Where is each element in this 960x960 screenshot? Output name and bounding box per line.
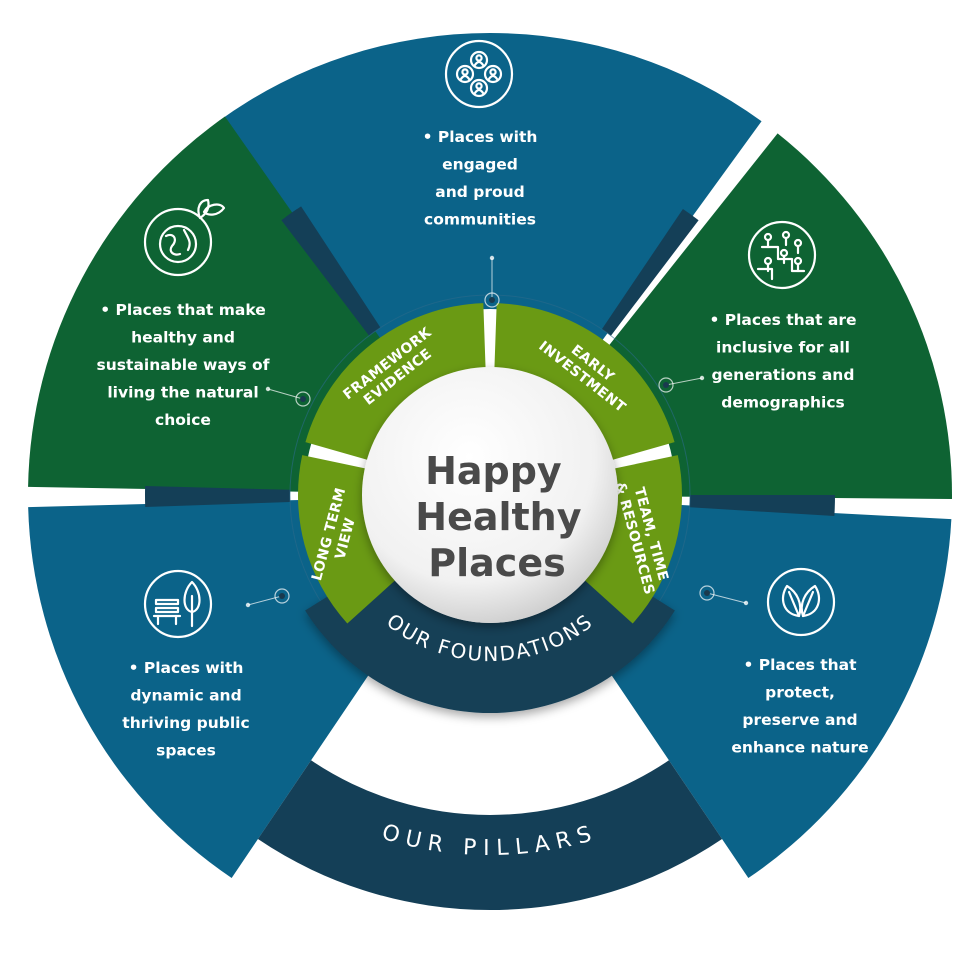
pillar-text: • Places that protect, preserve and enhance… [731, 656, 868, 757]
pillar-text-line: and proud [435, 183, 525, 201]
connector-tip [699, 375, 705, 381]
connector-target [295, 391, 311, 407]
foundation-segment [297, 455, 397, 624]
connector-line [267, 388, 304, 400]
wedge-public-spaces [28, 499, 393, 879]
center-title-line-1: Happy [425, 449, 562, 493]
pillar-text: • Places that are inclusive for all genera… [709, 311, 856, 412]
connector-target [274, 588, 290, 604]
foundation-segment [583, 455, 682, 624]
pillar-text-line: • Places with [423, 128, 538, 146]
center-title: Happy Healthy Places [415, 449, 594, 585]
pillar-text-line: healthy and [131, 329, 235, 347]
our-foundations-band [305, 562, 675, 713]
pillar-text: • Places with dynamic and thriving public s… [122, 659, 249, 760]
pillar-text-line: • Places with [129, 659, 244, 677]
wedge-nature [587, 504, 952, 879]
center-title-line-3: Places [428, 541, 565, 585]
pillar-text-line: • Places that make [100, 301, 265, 319]
connector-tip [489, 255, 495, 261]
pillar-text-line: sustainable ways of [97, 356, 270, 374]
center-title-line-2: Healthy [415, 495, 581, 539]
connector-dot [663, 382, 669, 388]
connector-stub [689, 495, 835, 517]
foundation-segment [305, 303, 486, 461]
pillar-texts: • Places with engaged and proud communities… [97, 128, 869, 760]
connector-target [658, 377, 674, 393]
pillar-text-line: enhance nature [731, 739, 868, 757]
earth-cycle-icon [143, 198, 226, 277]
connector-tip [743, 600, 749, 606]
connector-stub [145, 485, 291, 508]
connector-line [665, 377, 703, 386]
foundation-segment [494, 303, 675, 461]
park-bench-tree-icon [143, 569, 213, 639]
connector-tip [245, 602, 251, 608]
connector-markers [245, 255, 749, 608]
pillar-text: • Places that make healthy and sustainable… [97, 301, 270, 429]
pillar-wedges [28, 32, 952, 879]
connector-stubs [145, 206, 835, 517]
pillar-text-line: choice [155, 411, 211, 429]
pillar-text-line: communities [424, 211, 536, 229]
pillar-text-line: • Places that [743, 656, 857, 674]
wedge-inclusive [598, 133, 952, 500]
connector-tip [265, 386, 271, 392]
pillar-icons [143, 39, 836, 639]
pillar-text-line: demographics [721, 394, 844, 412]
pillar-text-line: engaged [442, 156, 518, 174]
pillar-text-line: inclusive for all [716, 339, 850, 357]
connector-dot [704, 590, 710, 596]
pillar-text-line: living the natural [107, 384, 258, 402]
pillar-text-line: • Places that are [709, 311, 856, 329]
center-sphere [362, 367, 618, 623]
pillar-text-line: preserve and [742, 711, 857, 729]
wedge-communities [218, 32, 762, 354]
connector-dot [489, 297, 495, 303]
pillar-text-line: protect, [765, 684, 835, 702]
connector-target [699, 585, 715, 601]
connector-dot [279, 593, 285, 599]
our-pillars-band [257, 760, 723, 910]
pillar-text-line: thriving public [122, 714, 249, 732]
pillar-text-line: dynamic and [130, 687, 241, 705]
connector-dot [300, 396, 306, 402]
connector-stub [286, 206, 381, 334]
pillar-text-line: generations and [712, 366, 855, 384]
pillar-text-line: spaces [156, 742, 216, 760]
connector-stub [601, 208, 699, 336]
pillar-text: • Places with engaged and proud communities [423, 128, 538, 229]
connector-target [484, 292, 500, 308]
inclusive-globe-icon [747, 220, 817, 290]
leaves-icon [766, 567, 836, 637]
connector-line [247, 595, 283, 606]
community-icon [444, 39, 514, 109]
